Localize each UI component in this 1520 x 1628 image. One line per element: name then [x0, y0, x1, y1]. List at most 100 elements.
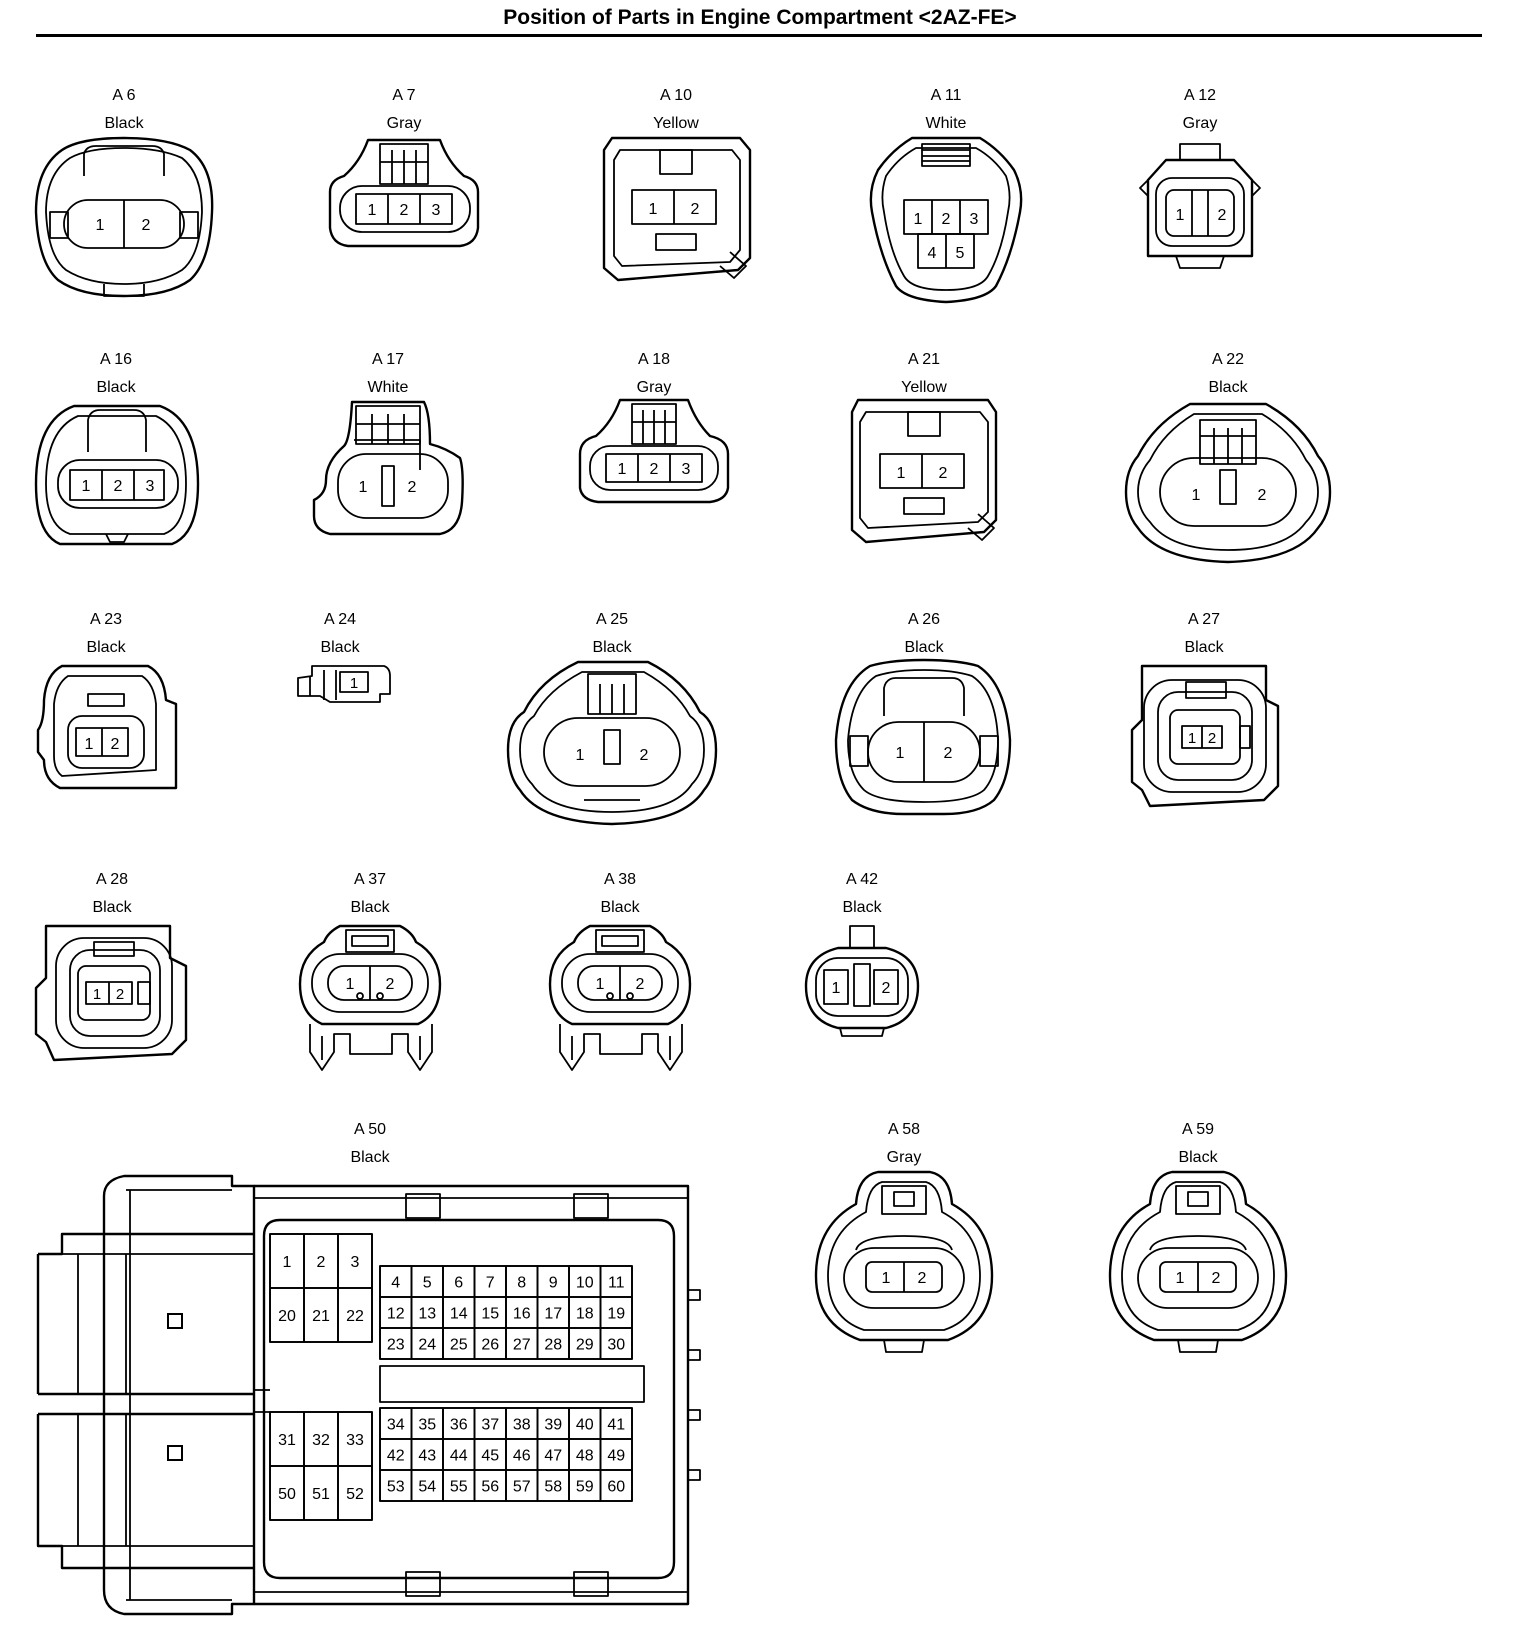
a50-pin-label: 47: [544, 1447, 562, 1464]
a50-pin-label: 9: [549, 1274, 558, 1291]
connector-a24-color: Black: [320, 639, 360, 656]
a50-pin-label: 42: [387, 1447, 405, 1464]
pin-label: 1: [882, 1270, 891, 1287]
a50-pin-label: 28: [544, 1336, 562, 1353]
pin-label: 1: [1192, 487, 1201, 504]
connector-a28-id: A 28: [96, 871, 128, 888]
connector-a50-id: A 50: [354, 1121, 386, 1138]
connector-a25-id: A 25: [596, 611, 628, 628]
connector-a26-id: A 26: [908, 611, 940, 628]
connector-a12-id: A 12: [1184, 87, 1216, 104]
pin-label: 1: [1176, 207, 1185, 224]
connector-a58: A 58 Gray 1 2: [814, 1121, 994, 1353]
pin-label: 2: [882, 980, 891, 997]
a50-pin-label: 13: [418, 1305, 436, 1322]
connector-a6: A 6 Black 1 2: [34, 87, 214, 298]
pin-label: 1: [618, 461, 627, 478]
a50-pin-label: 57: [513, 1478, 531, 1495]
connector-a37-id: A 37: [354, 871, 386, 888]
connector-a27-color: Black: [1184, 639, 1224, 656]
pin-label: 2: [116, 986, 124, 1003]
connector-a6-id: A 6: [112, 87, 135, 104]
a50-pin-label: 53: [387, 1478, 405, 1495]
a50-pin-label: 11: [608, 1274, 625, 1291]
a50-pin-label: 35: [418, 1416, 436, 1433]
pin-label: 2: [1258, 487, 1267, 504]
pin-label: 2: [640, 747, 649, 764]
pin-label: 1: [576, 747, 585, 764]
a50-pin-label: 1: [283, 1254, 292, 1271]
a50-pin-label: 41: [607, 1416, 625, 1433]
a50-pin-label: 23: [387, 1336, 405, 1353]
connector-a27: A 27 Black 1 2: [1130, 611, 1280, 808]
connector-a17-id: A 17: [372, 351, 404, 368]
a50-pin-label: 45: [481, 1447, 499, 1464]
connector-a7: A 7 Gray 1 2 3: [328, 87, 480, 248]
a50-pin-label: 40: [576, 1416, 594, 1433]
connector-a16-id: A 16: [100, 351, 132, 368]
a50-pin-label: 54: [418, 1478, 436, 1495]
connector-a23-id: A 23: [90, 611, 122, 628]
a50-pin-label: 26: [481, 1336, 499, 1353]
connector-a28-color: Black: [92, 899, 132, 916]
a50-pin-label: 3: [351, 1254, 360, 1271]
connector-a59: A 59 Black 1 2: [1108, 1121, 1288, 1353]
a50-pin-label: 44: [450, 1447, 468, 1464]
connector-a18-id: A 18: [638, 351, 670, 368]
connector-a27-id: A 27: [1188, 611, 1220, 628]
connector-a11: A 11 White 1 2 3 4 5: [869, 87, 1023, 304]
connector-a10-color: Yellow: [653, 115, 699, 132]
pin-label: 2: [650, 461, 659, 478]
a50-pin-label: 32: [312, 1432, 330, 1449]
pin-label: 1: [832, 980, 841, 997]
a50-pin-cell: [599, 1469, 633, 1502]
a50-pin-label: 60: [607, 1478, 625, 1495]
pin-label: 1: [914, 211, 923, 228]
a50-pin-label: 38: [513, 1416, 531, 1433]
a50-pin-label: 34: [387, 1416, 405, 1433]
connector-a50-color: Black: [350, 1149, 390, 1166]
a50-pin-label: 7: [486, 1274, 495, 1291]
a50-pin-label: 5: [423, 1274, 432, 1291]
connector-a18-color: Gray: [637, 379, 672, 396]
a50-pin-label: 59: [576, 1478, 594, 1495]
connector-a42-color: Black: [842, 899, 882, 916]
connector-a10: A 10 Yellow 1 2: [602, 87, 752, 282]
pin-label: 1: [368, 202, 377, 219]
pin-label: 3: [432, 202, 441, 219]
connector-a42-id: A 42: [846, 871, 878, 888]
a50-pin-label: 6: [454, 1274, 463, 1291]
a50-pin-label: 46: [513, 1447, 531, 1464]
connector-a58-id: A 58: [888, 1121, 920, 1138]
a50-pin-cell: [337, 1465, 373, 1521]
connector-a25: A 25 Black 1 2: [506, 611, 718, 826]
connector-a22: A 22 Black 1 2: [1124, 351, 1332, 564]
pin-label: 1: [596, 976, 605, 993]
connector-a22-color: Black: [1208, 379, 1248, 396]
a50-pin-label: 48: [576, 1447, 594, 1464]
connector-a12: A 12 Gray 1 2: [1139, 87, 1261, 269]
connector-a37-color: Black: [350, 899, 390, 916]
connector-a16-color: Black: [96, 379, 136, 396]
pin-label: 2: [1218, 207, 1227, 224]
a50-pin-label: 17: [544, 1305, 562, 1322]
pin-label: 3: [682, 461, 691, 478]
a50-pin-label: 50: [278, 1486, 296, 1503]
connector-a11-id: A 11: [931, 87, 962, 104]
connector-a16: A 16 Black 1 2 3: [34, 351, 200, 546]
connector-a24: A 24 Black 1: [297, 611, 391, 703]
a50-pin-label: 12: [387, 1305, 405, 1322]
pin-label: 2: [918, 1270, 927, 1287]
a50-pin-label: 10: [576, 1274, 594, 1291]
a50-pin-label: 56: [481, 1478, 499, 1495]
connector-a24-id: A 24: [324, 611, 356, 628]
connector-a25-color: Black: [592, 639, 632, 656]
pin-label: 1: [85, 736, 94, 753]
pin-label: 2: [114, 478, 123, 495]
connector-a17-color: White: [368, 379, 409, 396]
